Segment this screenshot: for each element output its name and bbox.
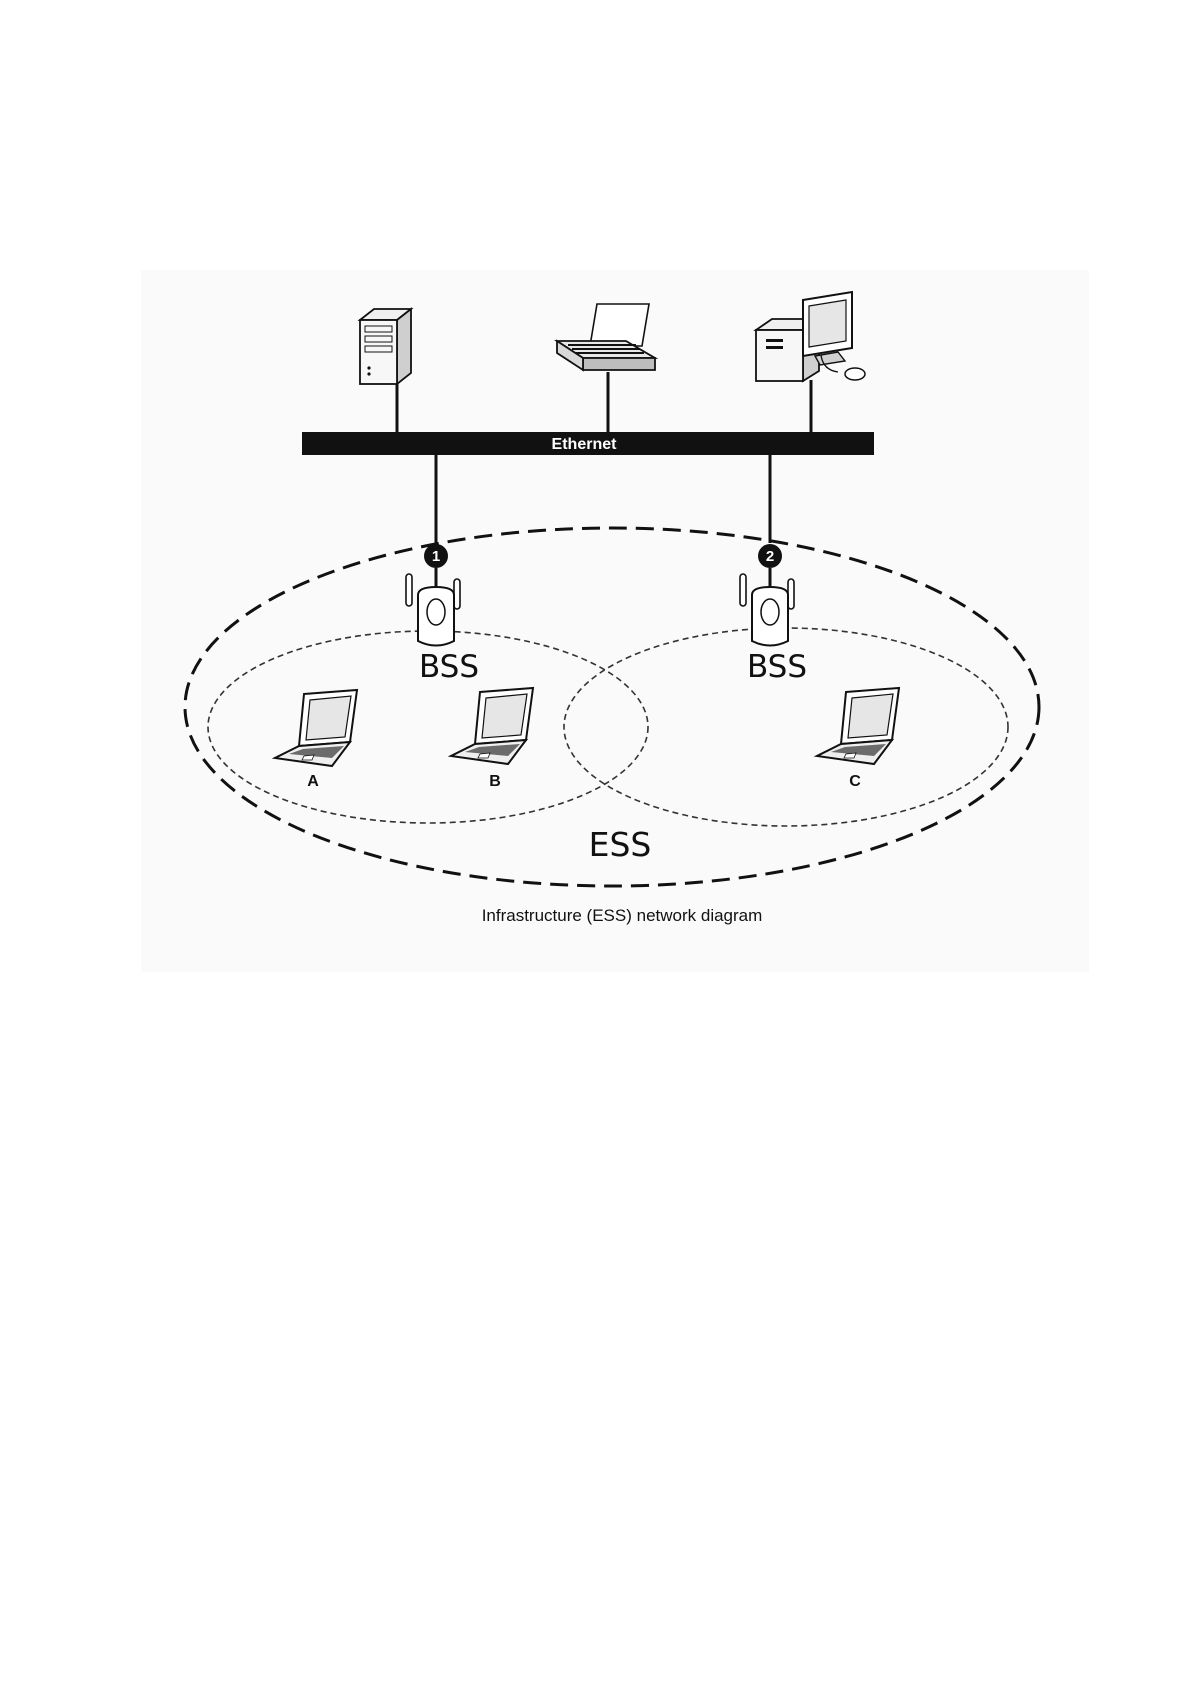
bss-label-1: BSS	[419, 649, 479, 685]
laptop-b-icon	[451, 688, 533, 764]
printer-icon	[557, 304, 655, 370]
diagram-caption: Infrastructure (ESS) network diagram	[482, 906, 763, 925]
ap1-badge: 1	[432, 548, 440, 565]
laptop-c-label: C	[849, 773, 861, 790]
access-point-1-icon: 1	[406, 544, 460, 646]
ap2-badge: 2	[766, 548, 774, 565]
server-icon	[360, 309, 411, 384]
ess-label: ESS	[589, 825, 652, 864]
access-point-2-icon: 2	[740, 544, 794, 646]
laptop-a-label: A	[307, 773, 319, 790]
laptop-a-icon	[275, 690, 357, 766]
laptop-c-icon	[817, 688, 899, 764]
workstation-icon	[756, 292, 865, 381]
laptop-b-label: B	[489, 773, 501, 790]
ethernet-label: Ethernet	[552, 436, 618, 453]
bss-label-2: BSS	[747, 649, 807, 685]
